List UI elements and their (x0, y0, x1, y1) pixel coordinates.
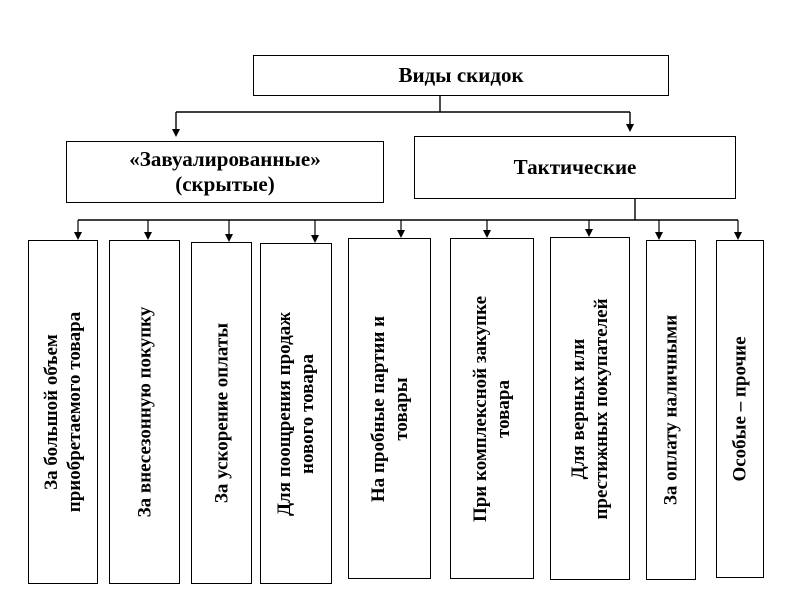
item-label-5-line2: товары (390, 376, 412, 441)
item-box-1: За большой объем приобретаемого товара (28, 240, 98, 584)
item-label-4: Для поощрения продаж нового товара (273, 311, 319, 515)
item-label-2-line1: За внесезонную покупку (134, 306, 155, 518)
item-box-7: Для верных или престижных покупателей (550, 237, 630, 580)
hidden-discounts-line1: «Завуалированные» (129, 147, 321, 171)
item-label-2: За внесезонную покупку (133, 307, 156, 518)
item-box-3: За ускорение оплаты (191, 242, 252, 584)
item-label-9: Особые – прочие (729, 336, 752, 481)
item-label-7-line1: Для верных или (568, 338, 589, 479)
hidden-discounts-box: «Завуалированные» (скрытые) (66, 141, 384, 203)
item-label-5: На пробные партии и товары (367, 315, 413, 501)
item-label-6-line1: При комплексной закупке (470, 295, 491, 522)
hidden-discounts-line2: (скрытые) (175, 172, 275, 196)
item-label-9-line1: Особые – прочие (729, 336, 751, 482)
item-label-4-line1: Для поощрения продаж (274, 311, 295, 516)
root-node-box: Виды скидок (253, 55, 669, 96)
item-box-8: За оплату наличными (646, 240, 696, 580)
tactical-discounts-box: Тактические (414, 136, 736, 199)
item-label-6: При комплексной закупке товара (469, 295, 515, 521)
root-node-label: Виды скидок (398, 63, 524, 87)
item-box-4: Для поощрения продаж нового товара (260, 243, 332, 584)
item-box-2: За внесезонную покупку (109, 240, 180, 584)
item-label-7-line2: престижных покупателей (591, 297, 612, 520)
item-box-9: Особые – прочие (716, 240, 764, 578)
item-label-1: За большой объем приобретаемого товара (40, 312, 86, 513)
hidden-discounts-label: «Завуалированные» (скрытые) (129, 147, 320, 197)
item-label-3: За ускорение оплаты (210, 323, 233, 503)
item-box-5: На пробные партии и товары (348, 238, 431, 579)
item-label-7: Для верных или престижных покупателей (567, 298, 613, 519)
item-box-6: При комплексной закупке товара (450, 238, 534, 579)
item-label-5-line1: На пробные партии и (367, 315, 389, 502)
item-label-8: За оплату наличными (660, 315, 683, 505)
tactical-discounts-label: Тактические (513, 155, 637, 179)
item-label-6-line2: товара (493, 379, 514, 438)
item-label-1-line1: За большой объем (41, 334, 62, 490)
item-label-1-line2: приобретаемого товара (64, 311, 85, 513)
item-label-3-line1: За ускорение оплаты (211, 322, 232, 504)
item-label-8-line1: За оплату наличными (660, 314, 682, 506)
item-label-4-line2: нового товара (297, 353, 318, 474)
